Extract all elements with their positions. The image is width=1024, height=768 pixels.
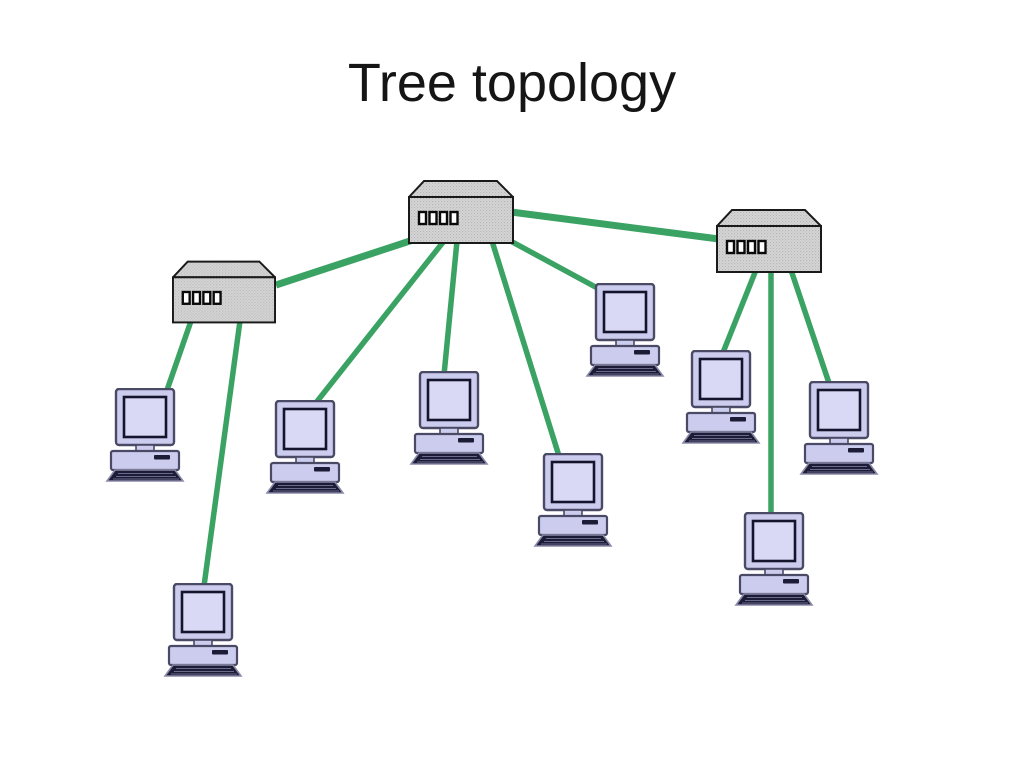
pc-mid-2-computer-icon — [409, 371, 489, 466]
slide-title: Tree topology — [347, 53, 677, 113]
network-link-hub-root-pc-mid-2 — [441, 240, 460, 376]
network-nodes — [105, 180, 879, 678]
pc-mid-4-computer-icon — [585, 283, 665, 378]
network-link-hub-left-pc-left-1 — [163, 320, 194, 394]
pc-mid-1-computer-icon — [265, 400, 345, 495]
network-link-hub-right-pc-right-2 — [788, 269, 833, 387]
hub-right-hub-icon — [716, 209, 822, 273]
network-link-hub-right-pc-right-1 — [719, 268, 759, 357]
pc-left-2-computer-icon — [163, 583, 243, 678]
pc-mid-3-computer-icon — [533, 453, 613, 548]
network-link-hub-root-pc-mid-4 — [503, 235, 603, 293]
network-link-hub-root-hub-left — [274, 235, 418, 289]
network-link-hub-root-pc-mid-3 — [489, 240, 562, 457]
hub-left-hub-icon — [172, 260, 276, 324]
pc-right-3-computer-icon — [734, 512, 814, 607]
network-links — [163, 208, 833, 587]
pc-left-1-computer-icon — [105, 388, 185, 483]
hub-root-hub-icon — [408, 180, 514, 244]
network-link-hub-root-hub-right — [510, 208, 720, 243]
pc-right-2-computer-icon — [799, 381, 879, 476]
pc-right-1-computer-icon — [681, 350, 761, 445]
network-link-hub-left-pc-left-2 — [201, 320, 243, 587]
network-link-hub-root-pc-mid-1 — [312, 239, 447, 406]
